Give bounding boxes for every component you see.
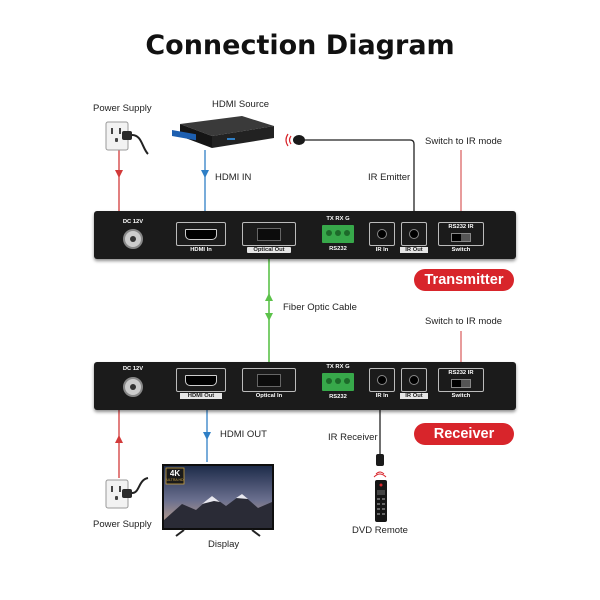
hdmi-in-label: HDMI IN [215, 172, 252, 183]
dvd-remote-label: DVD Remote [352, 525, 408, 536]
switch-ir-label-top: Switch to IR mode [425, 136, 503, 147]
receiver-device [94, 362, 516, 410]
tv-ultra-hd-badge: ULTRA HD [166, 478, 184, 482]
power-supply-label-bottom: Power Supply [93, 519, 152, 530]
transmitter-dc-port[interactable]: DC 12V [110, 219, 156, 255]
hdmi-out-label: HDMI OUT [220, 429, 267, 440]
transmitter-device [94, 211, 516, 259]
display-label: Display [208, 539, 240, 550]
receiver-dc-port[interactable]: DC 12V [110, 366, 156, 404]
power-supply-label-top: Power Supply [93, 103, 152, 114]
fiber-cable-label: Fiber Optic Cable [283, 302, 357, 313]
ir-receiver-label: IR Receiver [328, 432, 378, 443]
receiver-optical-in-port[interactable]: Optical In [242, 368, 296, 402]
switch-ir-label-bottom: Switch to IR mode [425, 316, 503, 327]
power-outlet-icon [105, 121, 149, 155]
receiver-rs232-port[interactable]: TX RX G RS232 [319, 364, 357, 404]
ir-emitter-icon [285, 133, 305, 147]
transmitter-rs232-port[interactable]: TX RX G RS232 [319, 216, 357, 256]
transmitter-ir-in-port[interactable]: IR In [369, 222, 395, 256]
ir-emitter-cable [305, 139, 415, 228]
tv-icon [162, 464, 274, 537]
receiver-mode-switch[interactable]: RS232 IR Switch [438, 368, 484, 402]
transmitter-optical-out-port[interactable]: Optical Out [242, 222, 296, 256]
hdmi-source-label: HDMI Source [212, 99, 270, 110]
page-title: Connection Diagram [145, 30, 455, 61]
receiver-badge: Receiver [414, 423, 514, 445]
receiver-ir-out-port[interactable]: IR Out [400, 368, 428, 402]
power-outlet-icon [105, 477, 149, 509]
ir-emitter-label: IR Emitter [368, 172, 411, 183]
blu-ray-player-icon [172, 116, 274, 148]
transmitter-badge: Transmitter [414, 269, 514, 291]
tv-4k-badge: 4K [169, 469, 181, 478]
transmitter-ir-out-port[interactable]: IR Out [400, 222, 428, 256]
receiver-ir-in-port[interactable]: IR In [369, 368, 395, 402]
receiver-hdmi-out-port[interactable]: HDMI Out [176, 368, 226, 402]
remote-icon [373, 454, 387, 522]
transmitter-mode-switch[interactable]: RS232 IR Switch [438, 222, 484, 256]
transmitter-hdmi-in-port[interactable]: HDMI In [176, 222, 226, 256]
